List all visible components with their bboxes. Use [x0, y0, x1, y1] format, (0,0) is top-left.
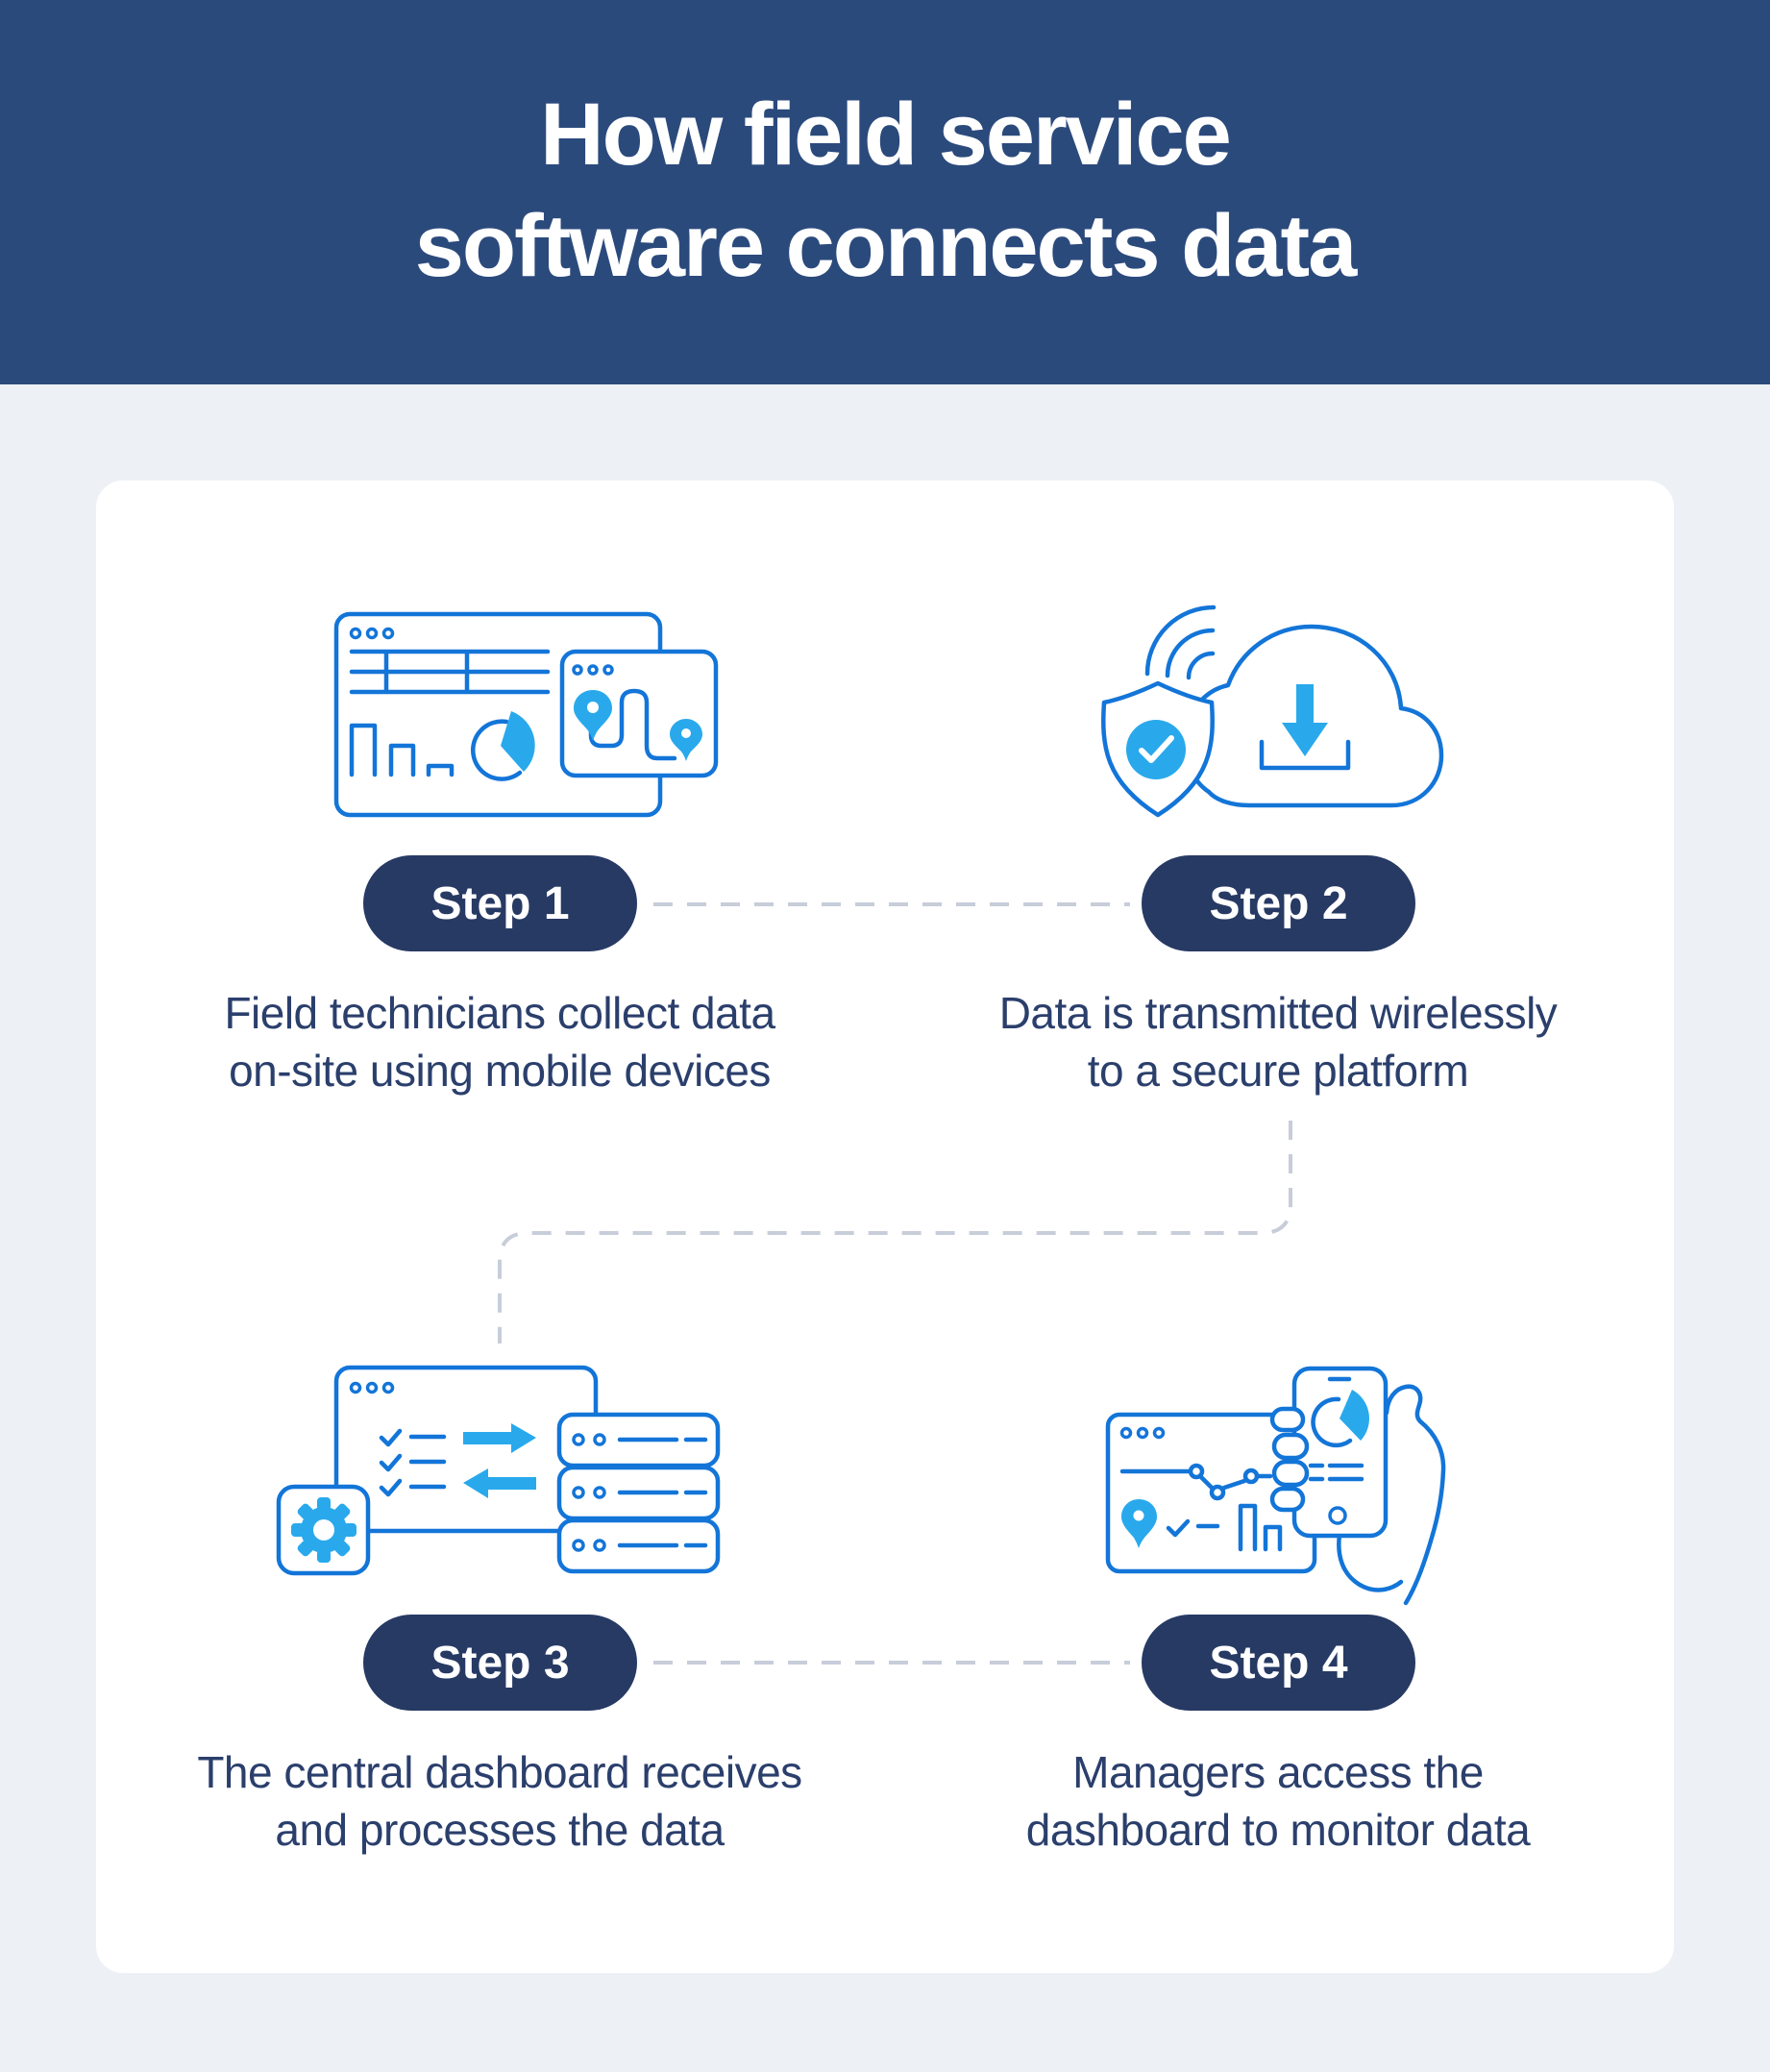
step-3-description: The central dashboard receives and proce… — [135, 1743, 865, 1859]
step-1-description-line-1: Field technicians collect data — [224, 988, 775, 1038]
step-3-description-line-1: The central dashboard receives — [197, 1747, 802, 1797]
step-4-badge: Step 4 — [1142, 1615, 1415, 1711]
step-4-description-line-2: dashboard to monitor data — [1025, 1805, 1531, 1855]
step-4-label: Step 4 — [1209, 1637, 1348, 1689]
step-2-description: Data is transmitted wirelessly to a secu… — [913, 984, 1643, 1099]
step-1-description: Field technicians collect data on-site u… — [135, 984, 865, 1099]
header-banner: How field service software connects data — [0, 0, 1770, 384]
step-3-label: Step 3 — [430, 1637, 570, 1689]
page-title-line-1: How field service — [540, 86, 1232, 184]
step-2-description-line-2: to a secure platform — [1087, 1046, 1469, 1096]
step-3-badge: Step 3 — [363, 1615, 637, 1711]
step-3-description-line-2: and processes the data — [275, 1805, 725, 1855]
step-2-badge: Step 2 — [1142, 855, 1415, 951]
page-title: How field service software connects data — [0, 0, 1770, 302]
step-1-description-line-2: on-site using mobile devices — [229, 1046, 771, 1096]
step-1-label: Step 1 — [430, 877, 570, 929]
step-4-description: Managers access the dashboard to monitor… — [913, 1743, 1643, 1859]
step-2-description-line-1: Data is transmitted wirelessly — [998, 988, 1558, 1038]
step-4-description-line-1: Managers access the — [1072, 1747, 1484, 1797]
step-2-label: Step 2 — [1209, 877, 1348, 929]
page-title-line-2: software connects data — [414, 197, 1358, 295]
step-1-badge: Step 1 — [363, 855, 637, 951]
